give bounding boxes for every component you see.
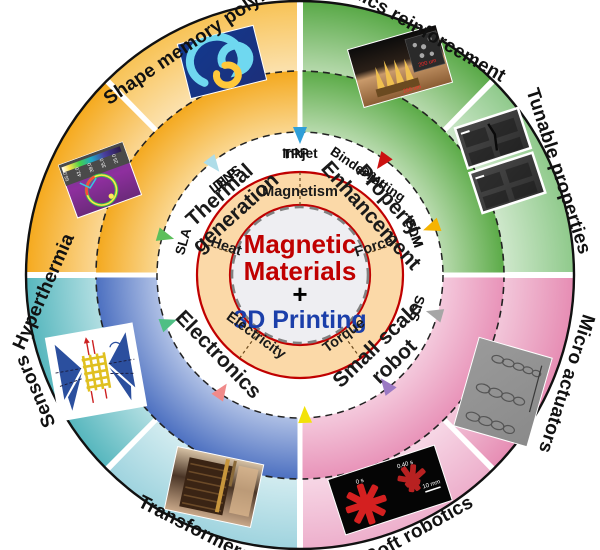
core-dashed-ring (230, 205, 370, 345)
thumbnail-tunable-properties[interactable] (453, 106, 547, 215)
hyperthermia-tick-0: 55.0 (62, 170, 71, 181)
thumbnail-soft-robotics[interactable]: 0 s 0.40 s 10 mm (327, 444, 453, 536)
printing-method-tpp[interactable]: TPP (282, 146, 318, 424)
diw-arrow-icon (376, 151, 393, 170)
tpp-arrow-icon (298, 405, 313, 424)
mechanics-scale-label: 200 um (418, 58, 438, 69)
soft-robotics-frame-label-1: 0.40 s (397, 460, 414, 471)
printing-method-label-tpp: TPP (282, 146, 309, 162)
core-line-2: Materials (244, 256, 357, 286)
mechanics-scale-label-2: 200 um (402, 84, 422, 95)
core-line-1: Magnetic (244, 229, 357, 259)
soft-robotics-scale-label: 10 mm (422, 479, 441, 490)
application-thumbnails: 55.0 42.0 38.0 35.0 25.0 (44, 23, 553, 536)
slm-arrow-icon (158, 319, 177, 333)
core-line-3: 3D Printing (233, 306, 366, 334)
thumbnail-shape-memory-polymer[interactable] (176, 24, 268, 100)
hyperthermia-tick-2: 38.0 (87, 162, 96, 173)
thumbnail-mechanics-reinforcement[interactable]: 200 um 200 um (346, 23, 454, 109)
hyperthermia-tick-1: 42.0 (74, 166, 83, 177)
lens-arrow-icon (203, 154, 220, 172)
stimulus-magnetism[interactable]: Magnetism (262, 184, 338, 200)
printing-method-sla[interactable]: SLA (172, 226, 446, 329)
outer-circle-border (24, 0, 576, 550)
thumbnail-micro-actuators[interactable] (453, 336, 553, 448)
thumbnail-hyperthermia[interactable]: 55.0 42.0 38.0 35.0 25.0 (57, 141, 143, 219)
printing-method-inkjet[interactable]: Inkjet (282, 127, 318, 161)
thumbnail-transformers[interactable] (163, 445, 265, 529)
binder-jetting-arrow-icon (211, 383, 227, 402)
sla-arrow-icon (425, 309, 445, 323)
dlp-arrow-icon (380, 378, 397, 396)
soft-robotics-frame-label-0: 0 s (355, 478, 364, 486)
hyperthermia-tick-4: 25.0 (111, 153, 120, 164)
thumbnail-sensors[interactable] (44, 322, 148, 422)
sls-arrow-icon (155, 227, 175, 241)
printing-method-label-inkjet: Inkjet (282, 146, 318, 161)
stimuli-ring (195, 170, 405, 380)
hyperthermia-tick-3: 35.0 (99, 157, 108, 168)
core-plus-sign: + (292, 279, 307, 309)
printing-method-label-sla: SLA (172, 226, 194, 256)
inkjet-arrow-icon (293, 127, 307, 144)
printing-method-sls[interactable]: SLS (154, 222, 428, 324)
fdm-arrow-icon (423, 217, 442, 231)
printing-method-label-sls: SLS (406, 294, 428, 323)
core-label: Magnetic Materials + 3D Printing (233, 229, 366, 334)
